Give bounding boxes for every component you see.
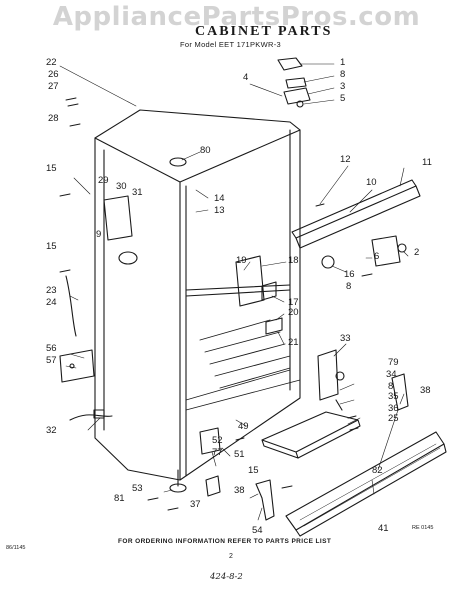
callout-20: 20 [288, 307, 299, 318]
callout-29: 29 [98, 175, 109, 186]
callout-82: 82 [372, 465, 383, 476]
callout-52: 52 [212, 435, 223, 446]
callout-3: 3 [340, 81, 346, 92]
callout-8: 8 [340, 69, 346, 80]
callout-51: 51 [234, 449, 245, 460]
floor-ribs [199, 319, 291, 389]
lower-left-hinge [255, 479, 275, 521]
right-lower-bracket [317, 349, 345, 411]
cabinet-shell [94, 109, 301, 481]
callout-24: 24 [46, 297, 57, 308]
page-number: 2 [229, 553, 233, 560]
callout-8: 8 [388, 381, 394, 392]
diagram-title: CABINET PARTS [195, 24, 333, 39]
callout-57: 57 [46, 355, 57, 366]
callout-80: 80 [200, 145, 211, 156]
callout-77: 77 [212, 447, 223, 458]
lower-right-hinge [391, 373, 409, 411]
callout-18: 18 [288, 255, 299, 266]
callout-8: 8 [346, 281, 352, 292]
callout-30: 30 [116, 181, 127, 192]
callout-15: 15 [248, 465, 259, 476]
top-plug [169, 157, 187, 167]
callout-54: 54 [252, 525, 263, 536]
callout-49: 49 [238, 421, 249, 432]
diagram-subtitle: For Model EET 171PKWR-3 [180, 40, 281, 49]
drain-tray [261, 411, 361, 459]
callout-35: 35 [388, 391, 399, 402]
wire-harness [69, 409, 113, 421]
callout-17: 17 [288, 297, 299, 308]
screws [59, 97, 373, 511]
drawing-code-left: 86/1145 [6, 545, 26, 551]
callout-26: 26 [48, 69, 59, 80]
leader-lines [59, 63, 409, 521]
callout-5: 5 [340, 93, 346, 104]
callout-10: 10 [366, 177, 377, 188]
callout-12: 12 [340, 154, 351, 165]
callout-33: 33 [340, 333, 351, 344]
top-hinge-assembly [277, 57, 311, 108]
callout-6: 6 [374, 251, 380, 262]
side-hinge-assembly [321, 235, 407, 269]
callout-79: 79 [388, 357, 399, 368]
callout-15: 15 [46, 163, 57, 174]
callout-27: 27 [48, 81, 59, 92]
callout-34: 34 [386, 369, 397, 380]
callout-21: 21 [288, 337, 299, 348]
callout-11: 11 [422, 157, 432, 168]
callout-19: 19 [236, 255, 247, 266]
callout-2: 2 [414, 247, 420, 258]
bottom-hinge-bracket [199, 427, 221, 497]
callout-41: 41 [378, 523, 389, 534]
callout-14: 14 [214, 193, 225, 204]
interior-parts [65, 195, 283, 337]
callout-16: 16 [344, 269, 355, 280]
lower-left-bracket [59, 349, 95, 383]
callout-32: 32 [46, 425, 57, 436]
callout-22: 22 [46, 57, 57, 68]
callout-13: 13 [214, 205, 225, 216]
callout-23: 23 [46, 285, 57, 296]
callout-28: 28 [48, 113, 59, 124]
drawing-code-right: RE 0145 [412, 525, 434, 531]
callout-15: 15 [46, 241, 57, 252]
callout-37: 37 [190, 499, 201, 510]
callout-53: 53 [132, 483, 143, 494]
toe-grille [285, 431, 447, 537]
side-rail [291, 179, 421, 249]
ordering-info-note: FOR ORDERING INFORMATION REFER TO PARTS … [118, 538, 332, 545]
callout-1: 1 [340, 57, 346, 68]
callout-31: 31 [132, 187, 143, 198]
callout-56: 56 [46, 343, 57, 354]
handwritten-note: 424-8-2 [210, 572, 243, 582]
callout-4: 4 [243, 72, 249, 83]
callout-9: 9 [96, 229, 102, 240]
callout-38: 38 [234, 485, 245, 496]
callout-81: 81 [114, 493, 125, 504]
callout-38: 38 [420, 385, 431, 396]
leveling-leg [169, 469, 187, 493]
callout-36: 36 [388, 403, 399, 414]
callout-25: 25 [388, 413, 399, 424]
